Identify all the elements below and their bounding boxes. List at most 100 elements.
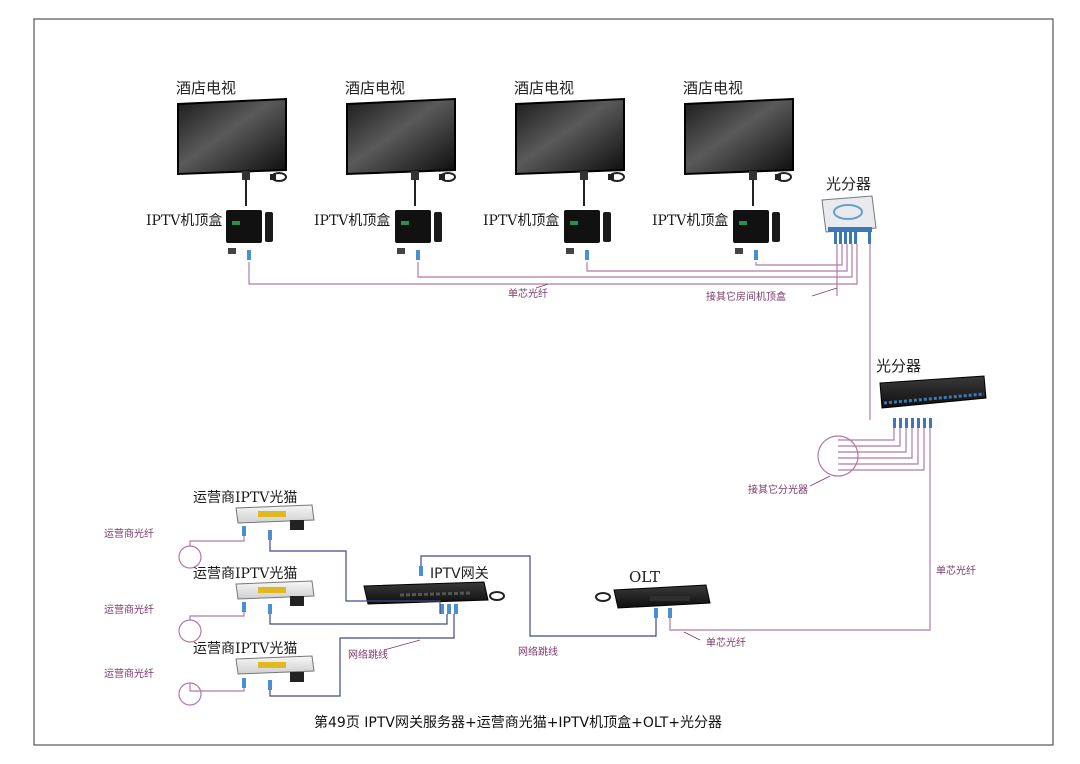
stb-label: IPTV机顶盒 — [146, 212, 222, 229]
power-adapter-icon — [290, 520, 304, 530]
modem-label: 运营商IPTV光猫 — [193, 566, 297, 582]
splitter-top: 光分器 — [821, 175, 877, 244]
page-frame — [33, 18, 1054, 746]
remote-control-icon — [772, 212, 780, 242]
modem-label: 运营商IPTV光猫 — [193, 490, 297, 506]
power-adapter-icon — [489, 591, 505, 601]
note-single-fiber-right: 单芯光纤 — [936, 564, 976, 577]
power-adapter-icon — [608, 172, 625, 182]
modem-fiber-note: 运营商光纤 — [104, 527, 154, 540]
stb-label: IPTV机顶盒 — [314, 212, 390, 229]
network-connector-icon — [454, 604, 458, 614]
operator-fiber-coil-icon — [178, 619, 202, 643]
remote-control-icon — [603, 212, 611, 242]
power-plug-icon — [397, 248, 405, 254]
fiber-splitter-to-olt — [669, 428, 931, 631]
gateway-icon — [363, 581, 489, 605]
olt-icon — [613, 584, 711, 609]
modem-1: 运营商IPTV光猫 运营商光纤 — [104, 490, 441, 614]
remote-control-icon — [434, 212, 442, 242]
modem-icon — [235, 504, 315, 524]
stb-label: IPTV机顶盒 — [652, 212, 728, 229]
fiber-connector-icon — [242, 526, 246, 536]
modem-fiber-note: 运营商光纤 — [104, 667, 154, 680]
tv-unit-3: 酒店电视 IPTV机顶盒 — [483, 79, 625, 260]
network-connector-icon — [268, 530, 272, 540]
modem-icon — [235, 580, 315, 600]
modem-icon — [235, 655, 315, 675]
power-plug-icon — [228, 248, 236, 254]
note-leader — [683, 631, 701, 641]
note-leader — [535, 283, 549, 289]
tv-label: 酒店电视 — [683, 79, 743, 97]
hdmi-plug-icon — [411, 171, 419, 180]
iptv-gateway: IPTV网关 — [363, 566, 505, 614]
network-connector-icon — [268, 604, 272, 614]
modem-3: 运营商IPTV光猫 运营商光纤 — [104, 614, 455, 706]
note-network-cable-mid: 网络跳线 — [518, 645, 558, 658]
fiber-connector-icon — [654, 608, 658, 618]
splitter-top-ports — [834, 232, 871, 244]
tv-label: 酒店电视 — [514, 79, 574, 97]
modem-network-line — [269, 614, 448, 625]
set-top-box-icon — [733, 210, 769, 243]
olt-label: OLT — [629, 568, 660, 586]
tv-icon — [684, 97, 794, 176]
fiber-connector-icon — [754, 250, 758, 260]
modem-2: 运营商IPTV光猫 运营商光纤 — [104, 566, 448, 643]
network-connector-icon — [440, 604, 444, 614]
tv-unit-4: 酒店电视 IPTV机顶盒 — [652, 79, 794, 260]
network-gateway-to-olt — [420, 555, 657, 637]
splitter-rack: 光分器 — [876, 357, 987, 428]
olt-device: OLT — [595, 568, 711, 618]
fiber-connector-icon — [242, 602, 246, 612]
tv-unit-2: 酒店电视 IPTV机顶盒 — [314, 79, 456, 260]
splitter-rack-icon — [879, 375, 987, 409]
fiber-connector-icon — [247, 250, 251, 260]
power-adapter-icon — [439, 172, 456, 182]
set-top-box-icon — [395, 210, 431, 243]
hdmi-plug-icon — [580, 171, 588, 180]
note-leader — [383, 639, 421, 651]
modem-fiber-line — [189, 536, 245, 546]
splitter-rack-label: 光分器 — [876, 357, 921, 375]
hdmi-plug-icon — [242, 171, 250, 180]
power-plug-icon — [735, 248, 743, 254]
power-plug-icon — [566, 248, 574, 254]
remote-control-icon — [265, 212, 273, 242]
hdmi-plug-icon — [749, 171, 757, 180]
stb-fiber-lines — [248, 244, 871, 420]
operator-fiber-coil-icon — [178, 545, 202, 569]
note-single-fiber-top: 单芯光纤 — [508, 287, 548, 300]
splitter-rack-ports — [893, 418, 932, 428]
power-adapter-icon — [290, 596, 304, 606]
note-single-fiber-bottom: 单芯光纤 — [706, 636, 746, 649]
tv-label: 酒店电视 — [176, 79, 236, 97]
fiber-connector-icon — [416, 250, 420, 260]
gateway-label: IPTV网关 — [430, 566, 489, 582]
power-adapter-icon — [290, 672, 304, 682]
note-network-cable-left: 网络跳线 — [348, 648, 388, 661]
tv-icon — [177, 97, 287, 176]
page-caption: 第49页 IPTV网关服务器+运营商光猫+IPTV机顶盒+OLT+光分器 — [314, 714, 722, 731]
network-connector-icon — [268, 680, 272, 690]
modem-fiber-note: 运营商光纤 — [104, 603, 154, 616]
modem-fiber-line — [189, 683, 245, 692]
modem-fiber-line — [189, 612, 245, 620]
modem-network-line — [269, 540, 441, 614]
set-top-box-icon — [226, 210, 262, 243]
tv-label: 酒店电视 — [345, 79, 405, 97]
splitter-top-label: 光分器 — [826, 175, 871, 193]
note-leader — [809, 475, 831, 487]
fiber-connector-icon — [585, 250, 589, 260]
splitter-box-icon — [821, 195, 877, 233]
power-adapter-icon — [270, 172, 287, 182]
modem-label: 运营商IPTV光猫 — [193, 641, 297, 657]
tv-icon — [346, 97, 456, 176]
fiber-loop-other-splitters — [817, 428, 925, 477]
fiber-connector-icon — [242, 678, 246, 688]
tv-unit-1: 酒店电视 IPTV机顶盒 — [146, 79, 287, 260]
power-adapter-icon — [775, 172, 792, 182]
note-leader — [811, 287, 838, 297]
